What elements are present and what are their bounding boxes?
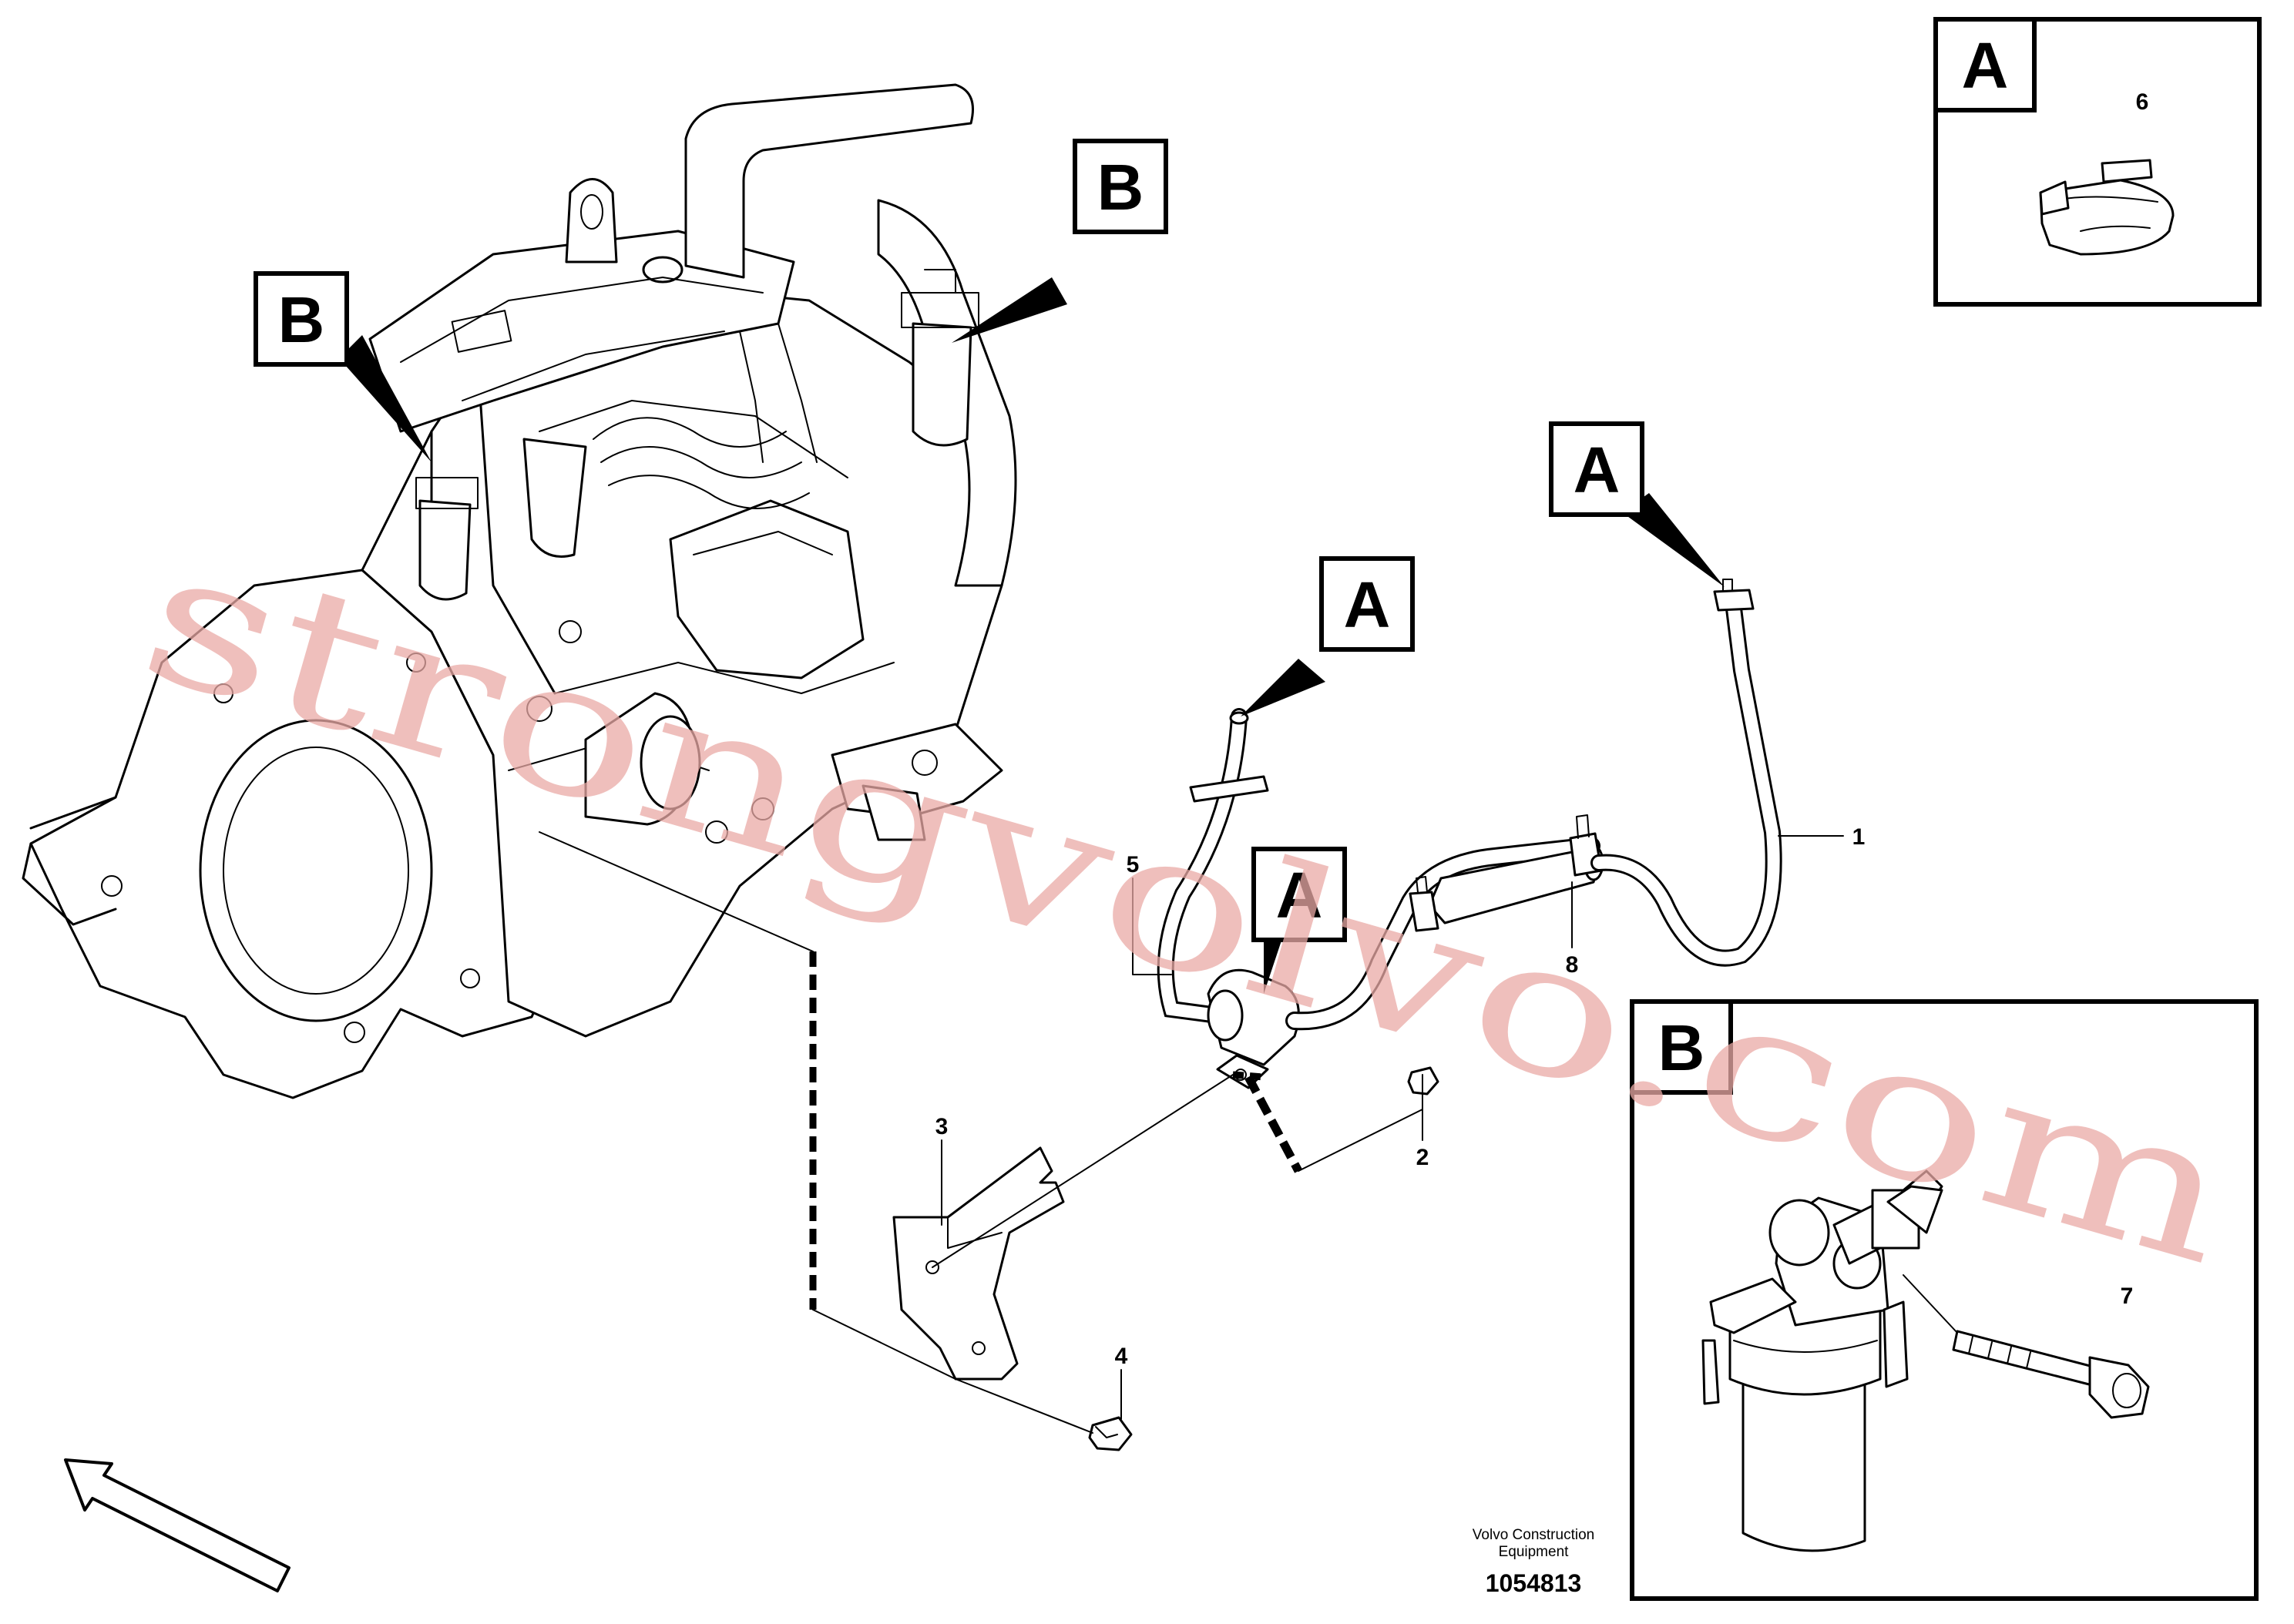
callout-part-8: 8	[1566, 952, 1579, 978]
tag-b-left: B	[254, 271, 349, 367]
tag-b-top: B	[1073, 139, 1168, 234]
fuel-filter-right	[912, 322, 972, 447]
tag-a-mid: A	[1319, 556, 1415, 652]
tag-a-right: A	[1549, 421, 1644, 517]
credit-line-1: Volvo Construction	[1473, 1527, 1594, 1543]
lifting-eye	[565, 178, 618, 263]
detail-view-b-label: B	[1658, 1012, 1705, 1084]
document-number: 1054813	[1486, 1569, 1582, 1597]
hose-1-clamp	[1713, 589, 1755, 612]
callout-part-6: 6	[2136, 89, 2149, 115]
tag-b-top-label: B	[1097, 151, 1144, 223]
hose-5-clamp	[1189, 775, 1269, 803]
bolt-7	[1952, 1330, 2150, 1419]
fuel-lines	[539, 579, 1782, 1451]
tag-a-low: A	[1251, 847, 1347, 942]
fuel-filter-left	[418, 499, 472, 601]
detail-view-b: B	[1630, 999, 2259, 1601]
intake-pipe	[684, 83, 974, 279]
credit-line-2: Equipment	[1499, 1544, 1570, 1560]
callout-part-4: 4	[1115, 1344, 1128, 1369]
tag-a-mid-label: A	[1344, 569, 1391, 641]
callout-part-3: 3	[935, 1114, 949, 1139]
engine-assembly	[22, 83, 1017, 1099]
callout-part-7: 7	[2121, 1283, 2134, 1309]
detail-view-a: A	[1933, 17, 2262, 307]
tag-a-low-label: A	[1276, 859, 1323, 931]
callout-part-2: 2	[1416, 1145, 1429, 1170]
orientation-arrow	[64, 1458, 291, 1592]
clamp-6	[2039, 159, 2175, 256]
flywheel-opening	[199, 719, 433, 1022]
callout-part-5: 5	[1127, 852, 1140, 877]
detail-view-a-label: A	[1962, 29, 2009, 102]
tag-a-right-label: A	[1574, 434, 1621, 506]
tag-b-left-label: B	[278, 284, 325, 356]
air-duct	[877, 199, 1017, 587]
injection-pump	[669, 499, 865, 679]
callout-part-1: 1	[1852, 824, 1866, 850]
flywheel-housing	[29, 569, 556, 1099]
bolt-4	[1088, 1416, 1133, 1451]
hose-1	[1590, 600, 1782, 967]
bracket-3	[892, 1146, 1065, 1381]
fuel-filter-assembly	[1701, 1169, 2150, 1552]
